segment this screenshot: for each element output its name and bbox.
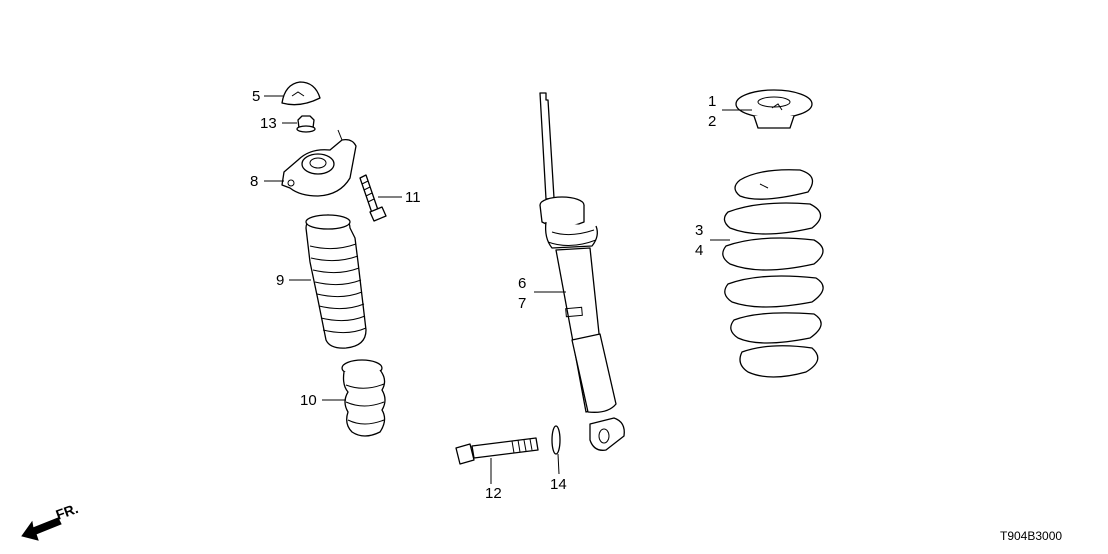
front-label: FR. — [54, 500, 81, 523]
upper-mount-part — [281, 129, 357, 197]
callout-labels: 1 2 3 4 5 6 7 8 9 10 11 12 13 14 — [250, 88, 716, 502]
callout-2: 2 — [708, 113, 716, 130]
coil-spring-part — [722, 169, 824, 378]
spring-seat-part — [735, 89, 813, 129]
mount-cap-part — [281, 81, 321, 106]
leader-lines — [264, 95, 752, 484]
lower-bolt-part — [455, 437, 539, 465]
callout-12: 12 — [485, 485, 502, 502]
callout-6: 6 — [518, 275, 526, 292]
callout-9: 9 — [276, 272, 284, 289]
front-arrow-icon — [21, 517, 62, 541]
callout-11: 11 — [405, 189, 421, 206]
flange-nut-part — [296, 115, 316, 133]
shock-absorber-part — [539, 92, 625, 451]
callout-7: 7 — [518, 295, 526, 312]
callout-3: 3 — [695, 222, 703, 239]
callout-4: 4 — [695, 242, 703, 259]
callout-5: 5 — [252, 88, 260, 105]
callout-10: 10 — [300, 392, 317, 409]
callout-1: 1 — [708, 93, 716, 110]
front-direction-indicator: FR. — [21, 500, 81, 541]
mount-bolt-part — [359, 174, 387, 222]
washer-part — [551, 425, 561, 455]
callout-8: 8 — [250, 173, 258, 190]
dust-boot-part — [305, 214, 367, 349]
callout-14: 14 — [550, 476, 567, 493]
callout-13: 13 — [260, 115, 277, 132]
bump-stop-part — [341, 359, 386, 437]
diagram-code: T904B3000 — [1000, 529, 1062, 543]
